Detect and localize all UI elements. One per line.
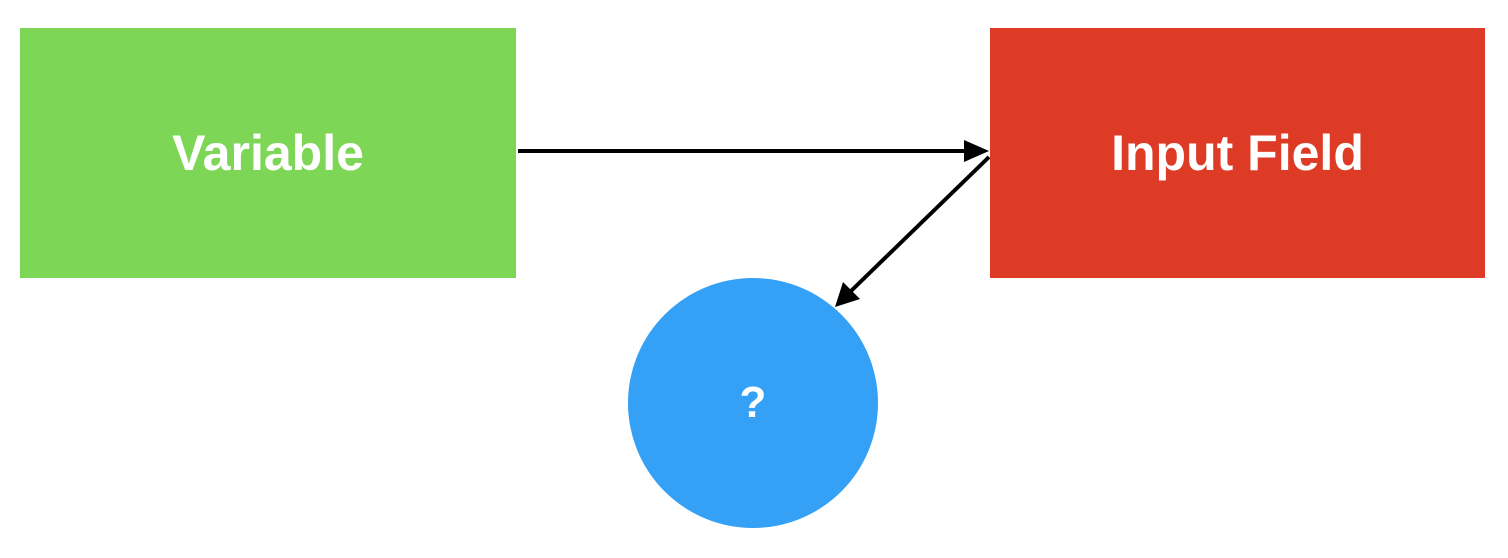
- arrowhead-right: [964, 140, 989, 162]
- edge-input-field-to-unknown: [849, 155, 991, 293]
- input-field-node-label: Input Field: [1111, 125, 1364, 181]
- variable-node-label: Variable: [172, 125, 364, 181]
- unknown-node: ?: [628, 278, 878, 528]
- variable-node: Variable: [20, 28, 516, 278]
- input-field-node: Input Field: [990, 28, 1485, 278]
- arrowhead-down-left: [835, 282, 860, 307]
- unknown-node-label: ?: [739, 378, 767, 427]
